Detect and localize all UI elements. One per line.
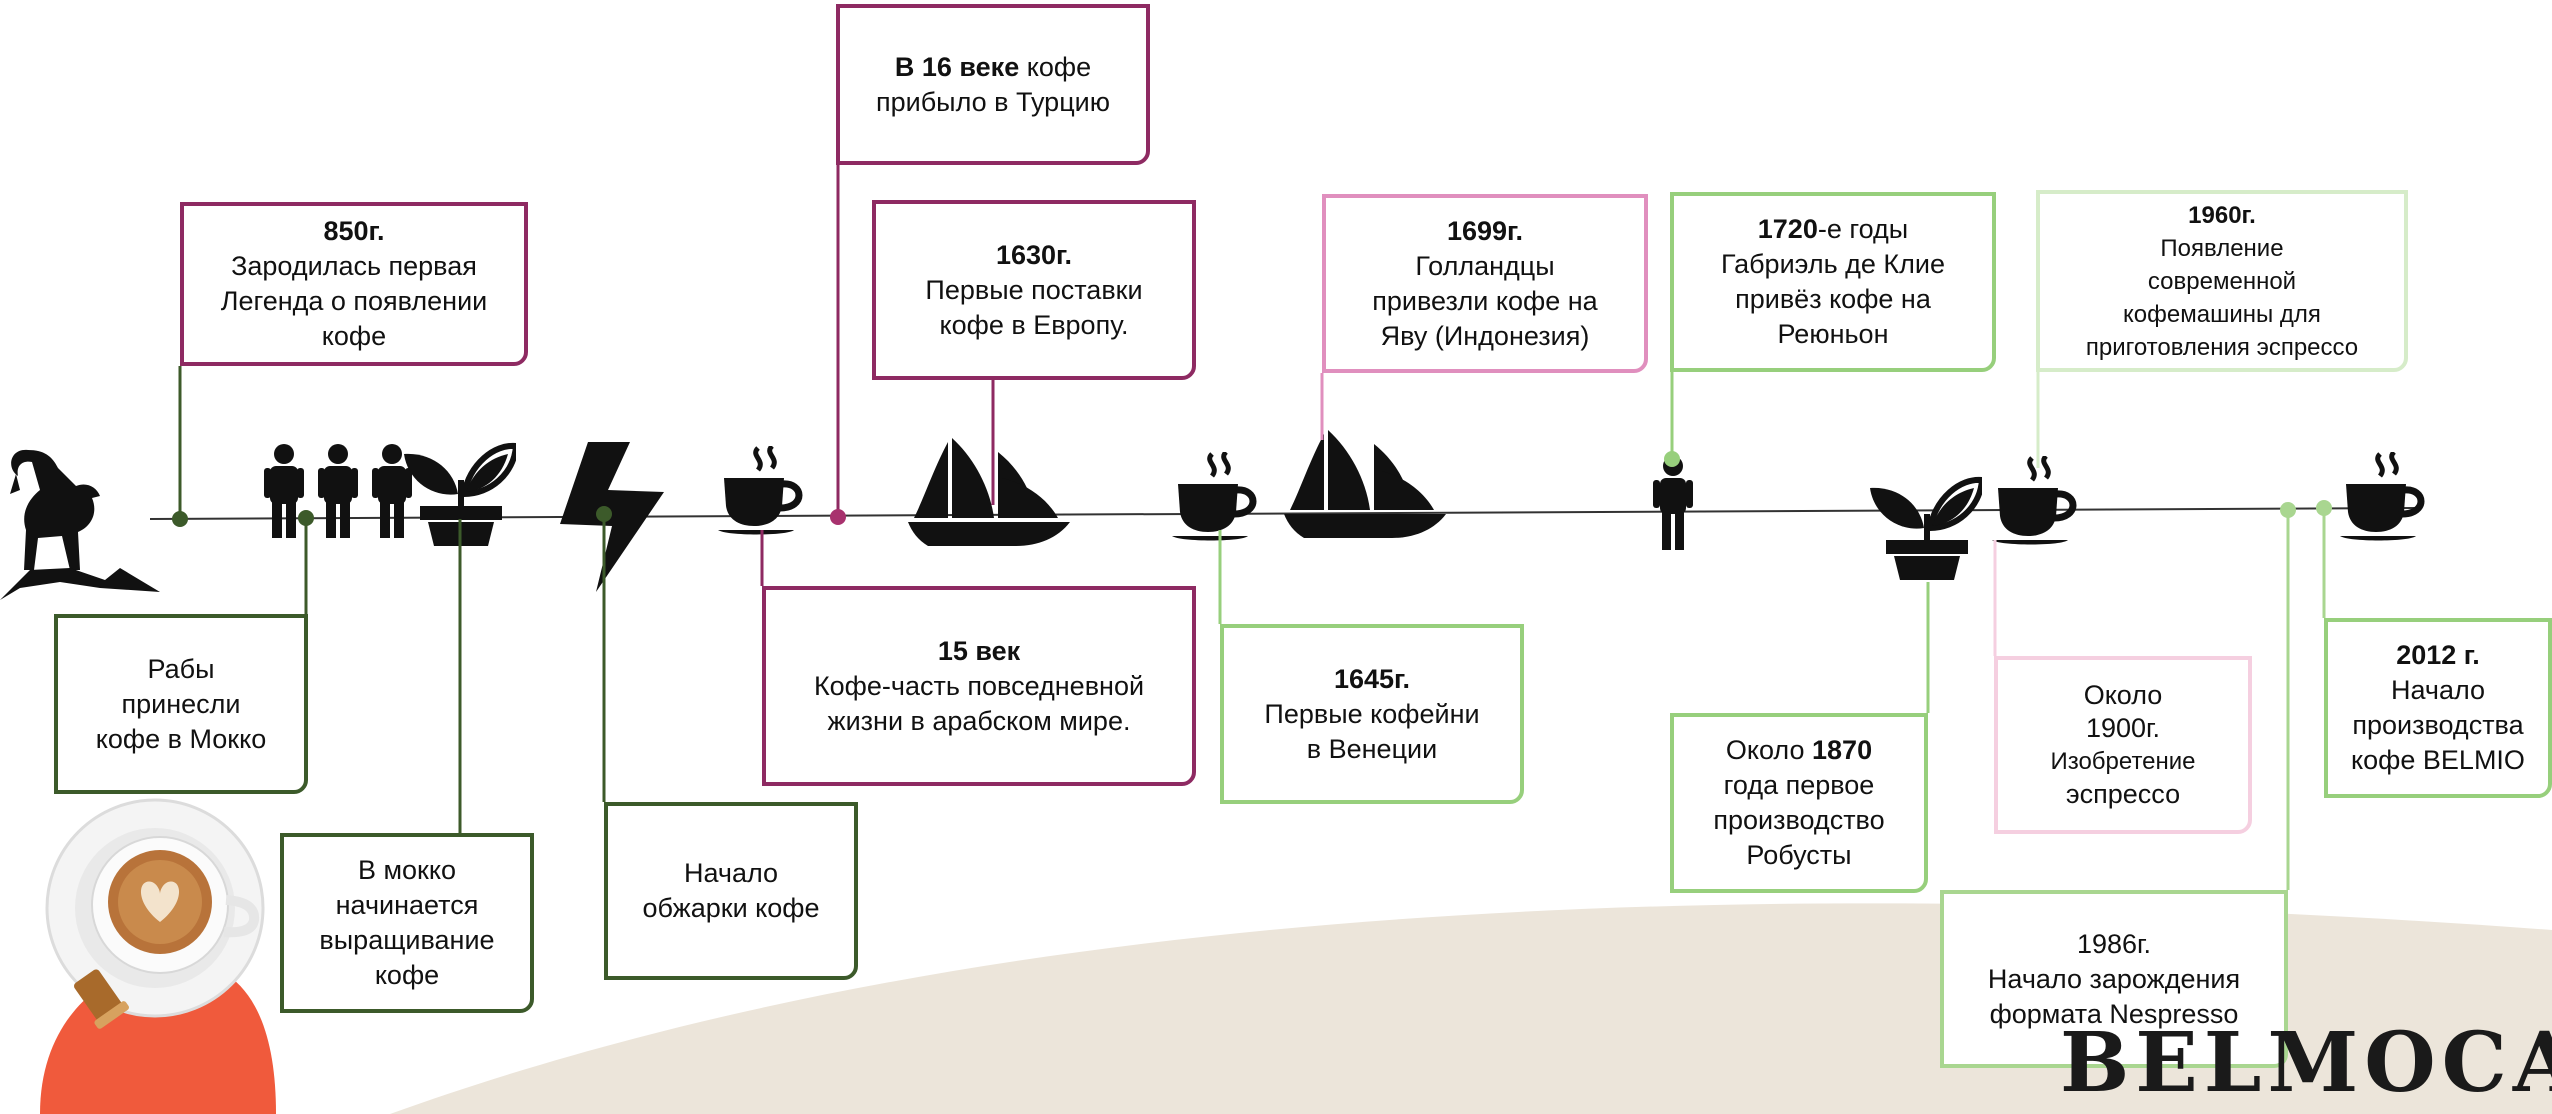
sailing-ship-icon: [908, 438, 1070, 546]
event-text: Реюньон: [1777, 319, 1889, 349]
event-year: 1630г.: [995, 239, 1073, 270]
timeline-dot: [830, 509, 846, 525]
event-850-box: 850г. Зародилась первая Легенда о появле…: [180, 202, 528, 366]
event-text: выращивание: [319, 925, 495, 955]
event-text: кофе BELMIO: [2351, 745, 2525, 775]
event-1870-box: Около 1870 года первое производство Робу…: [1670, 713, 1928, 893]
event-text: в Венеции: [1306, 733, 1438, 764]
event-text: Габриэль де Клие: [1720, 249, 1946, 279]
event-year: 1645г.: [1333, 663, 1411, 694]
event-year: 2012 г.: [2396, 640, 2480, 670]
event-text: Зародилась первая: [231, 251, 477, 281]
event-2012-box: 2012 г. Начало производства кофе BELMIO: [2324, 618, 2552, 798]
event-text: Начало: [2390, 675, 2486, 705]
event-1960-box: 1960г. Появление современной кофемашины …: [2036, 190, 2408, 372]
timeline-dot: [2280, 502, 2296, 518]
event-text: обжарки кофе: [642, 893, 820, 923]
event-text: принесли: [121, 688, 241, 719]
event-text: -е годы: [1817, 214, 1909, 244]
event-text: привёз кофе на: [1735, 284, 1931, 314]
event-text: Первые поставки: [925, 274, 1143, 305]
event-text: производства: [2352, 710, 2524, 740]
event-year: 1900г.: [2085, 713, 2161, 743]
event-1630-box: 1630г. Первые поставки кофе в Европу.: [872, 200, 1196, 380]
event-text: Кофе-часть повседневной: [813, 670, 1145, 701]
timeline-dot: [2316, 500, 2332, 516]
coffee-cup-icon: [1172, 452, 1257, 541]
event-1699-box: 1699г. Голландцы привезли кофе на Яву (И…: [1322, 194, 1648, 373]
event-text: кофемашины для: [2123, 300, 2321, 328]
timeline-dot: [1664, 451, 1680, 467]
event-text: эспрессо: [2065, 779, 2181, 809]
event-text: кофе: [374, 960, 440, 990]
event-1720-box: 1720-е годы Габриэль де Клие привёз кофе…: [1670, 192, 1996, 372]
event-text: кофе: [1019, 51, 1092, 82]
event-text: В мокко: [357, 855, 457, 885]
event-text: Начало зарождения: [1987, 963, 2241, 994]
event-1986-box: 1986г. Начало зарождения формата Nespres…: [1940, 890, 2288, 1068]
event-year: 1699г.: [1446, 215, 1524, 246]
event-text: Легенда о появлении: [220, 286, 488, 316]
event-text: Около: [1725, 735, 1813, 765]
event-text: Яву (Индонезия): [1380, 320, 1590, 351]
event-year: 1720: [1757, 214, 1818, 244]
event-text: кофе в Европу.: [939, 309, 1129, 340]
event-year: 850г.: [323, 216, 385, 246]
event-text: Рабы: [147, 653, 215, 684]
event-year: В 16 веке: [894, 51, 1020, 82]
lightning-icon: [560, 442, 664, 592]
coffee-capsule-cup-image: [45, 798, 265, 1029]
event-15th-century-box: 15 век Кофе-часть повседневной жизни в а…: [762, 586, 1196, 786]
event-text: современной: [2147, 267, 2297, 295]
event-year: 1870: [1812, 735, 1873, 765]
event-cultivation-box: В мокко начинается выращивание кофе: [280, 833, 534, 1013]
event-text: жизни в арабском мире.: [827, 705, 1131, 736]
event-text: Голландцы: [1415, 250, 1555, 281]
timeline-dot: [298, 510, 314, 526]
timeline-dot: [172, 511, 188, 527]
event-text: Робусты: [1746, 840, 1852, 870]
sailing-ship-icon: [1284, 430, 1446, 538]
timeline-dot: [596, 506, 612, 522]
event-text: кофе в Мокко: [95, 723, 267, 754]
event-text: Около: [2083, 680, 2163, 710]
event-text: Появление: [2160, 234, 2284, 262]
coffee-cup-icon: [718, 446, 803, 535]
event-text: привезли кофе на: [1372, 285, 1598, 316]
people-icon: [264, 444, 412, 538]
event-text: прибыло в Турцию: [876, 86, 1110, 117]
coffee-cup-icon: [2340, 452, 2425, 541]
brand-logo: BELMOCA: [2060, 1015, 2552, 1111]
event-text: года первое: [1723, 770, 1875, 800]
event-1900-box: Около 1900г. Изобретение эспрессо: [1994, 656, 2252, 834]
event-roasting-box: Начало обжарки кофе: [604, 802, 858, 980]
event-slaves-box: Рабы принесли кофе в Мокко: [54, 614, 308, 794]
event-text: начинается: [335, 890, 479, 920]
event-year: 1960г.: [2188, 201, 2256, 229]
event-text: Первые кофейни: [1264, 698, 1480, 729]
event-text: Изобретение: [2050, 748, 2196, 775]
event-year: 15 век: [937, 635, 1021, 666]
event-text: приготовления эспрессо: [2085, 333, 2359, 361]
event-16th-century-box: В 16 веке кофе прибыло в Турцию: [836, 4, 1150, 165]
event-year: 1986г.: [2076, 928, 2152, 959]
event-text: производство: [1713, 805, 1885, 835]
event-text: кофе: [321, 321, 387, 351]
event-text: формата Nespresso: [1989, 998, 2239, 1029]
coffee-cup-icon: [1992, 456, 2077, 545]
goat-icon: [0, 449, 160, 600]
sprout-icon: [1870, 476, 1982, 580]
event-text: Начало: [683, 858, 779, 888]
event-1645-box: 1645г. Первые кофейни в Венеции: [1220, 624, 1524, 804]
